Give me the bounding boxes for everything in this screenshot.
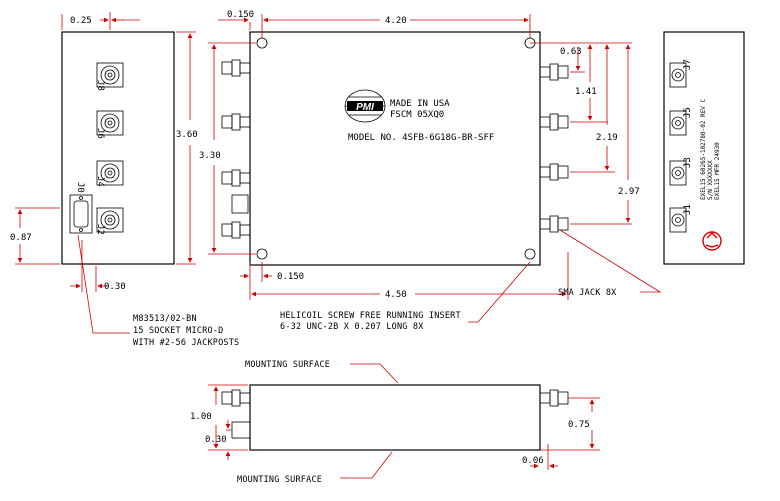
micro-d-connector: [69, 194, 93, 234]
side-view-left-connector: [221, 389, 251, 407]
sma-leader: [559, 229, 662, 293]
port-label-j8: J8: [95, 80, 105, 91]
mounting-surface-bottom: MOUNTING SURFACE: [237, 475, 322, 485]
dim-left-width: 0.25: [70, 16, 92, 26]
port-label-j4: J4: [95, 176, 105, 187]
right-end-view: J7 J5 J3 J1 EXEL15 60265-102780-02 REV C…: [663, 31, 745, 265]
left-end-view: J8 J6 J4 J2 J0 0.25 3.60 0.87 0.30: [10, 12, 198, 334]
made-in-usa: MADE IN USA: [390, 99, 450, 109]
dim-port-219: 2.19: [596, 133, 618, 143]
port-label-j2: J2: [95, 224, 105, 235]
dim-side-conn-height: 0.30: [205, 435, 227, 445]
left-view-body: [61, 31, 175, 265]
connector-leader: [77, 234, 130, 334]
fscm-code: FSCM 05XQ0: [390, 110, 444, 120]
top-view-left-connectors: [221, 59, 251, 239]
connector-note-1: M83513/02-BN: [133, 314, 197, 324]
side-view-body: [249, 384, 541, 451]
dim-left-connector-offset: 0.87: [10, 233, 32, 243]
dim-bottom-hole-offset: 0.150: [277, 272, 304, 282]
dim-top-width: 4.20: [385, 16, 407, 26]
connector-note-2: 15 SOCKET MICRO-D: [133, 326, 223, 336]
dim-port-297: 2.97: [618, 187, 640, 197]
port-label-j7: J7: [683, 59, 693, 70]
pmi-logo: PMI: [344, 89, 386, 123]
top-view: PMI MADE IN USA FSCM 05XQ0 MODEL NO. 4SF…: [199, 10, 662, 323]
dim-top-height: 3.30: [199, 151, 221, 161]
sma-jack-note: SMA JACK 8X: [558, 288, 617, 298]
helicoil-leader: [468, 261, 531, 323]
mounting-hole: [524, 248, 536, 260]
model-number: MODEL NO. 4SFB-6G18G-BR-SFF: [348, 133, 494, 143]
dim-overall-width: 4.50: [385, 290, 407, 300]
side-view-micro-d: [231, 421, 251, 439]
side-view-right-connector: [539, 389, 569, 407]
dim-port-141: 1.41: [575, 87, 597, 97]
dim-side-jack-height: 0.75: [568, 420, 590, 430]
mounting-hole: [256, 37, 268, 49]
port-label-j0: J0: [75, 182, 85, 193]
port-label-j5: J5: [683, 107, 693, 118]
top-view-right-connectors: [539, 63, 569, 233]
recycle-symbol-icon: [702, 231, 722, 251]
helicoil-note-2: 6-32 UNC-2B X 0.207 LONG 8X: [280, 322, 424, 332]
dim-left-height: 3.60: [176, 130, 198, 140]
dim-side-jack-offset: 0.06: [522, 456, 544, 466]
dim-port-063: 0.63: [560, 47, 582, 57]
port-label-j1: J1: [683, 204, 693, 215]
connector-note-3: WITH #2-56 JACKPOSTS: [133, 338, 239, 348]
left-view-connectors: [69, 62, 124, 234]
right-label-1: EXEL15 60265-102780-02 REV C: [700, 98, 707, 200]
dim-left-connector-inset: 0.30: [104, 282, 126, 292]
right-label-3: EXEL15 MFR 24930: [714, 142, 721, 200]
helicoil-note-1: HELICOIL SCREW FREE RUNNING INSERT: [280, 311, 461, 321]
top-view-body: [249, 31, 541, 266]
mounting-surface-top: MOUNTING SURFACE: [245, 360, 330, 370]
port-label-j6: J6: [95, 128, 105, 139]
dim-top-hole-offset: 0.150: [227, 10, 254, 20]
right-label-2: S/N XXXXXXX: [707, 160, 714, 200]
dim-side-height: 1.00: [190, 412, 212, 422]
mounting-hole: [256, 248, 268, 260]
logo-text: PMI: [356, 102, 374, 113]
side-view: 1.00 0.30 0.75 0.06: [190, 363, 600, 479]
mounting-top-leader: [350, 363, 399, 384]
port-label-j3: J3: [683, 157, 693, 168]
right-view-body: [663, 31, 745, 265]
mounting-bottom-leader: [340, 451, 393, 479]
